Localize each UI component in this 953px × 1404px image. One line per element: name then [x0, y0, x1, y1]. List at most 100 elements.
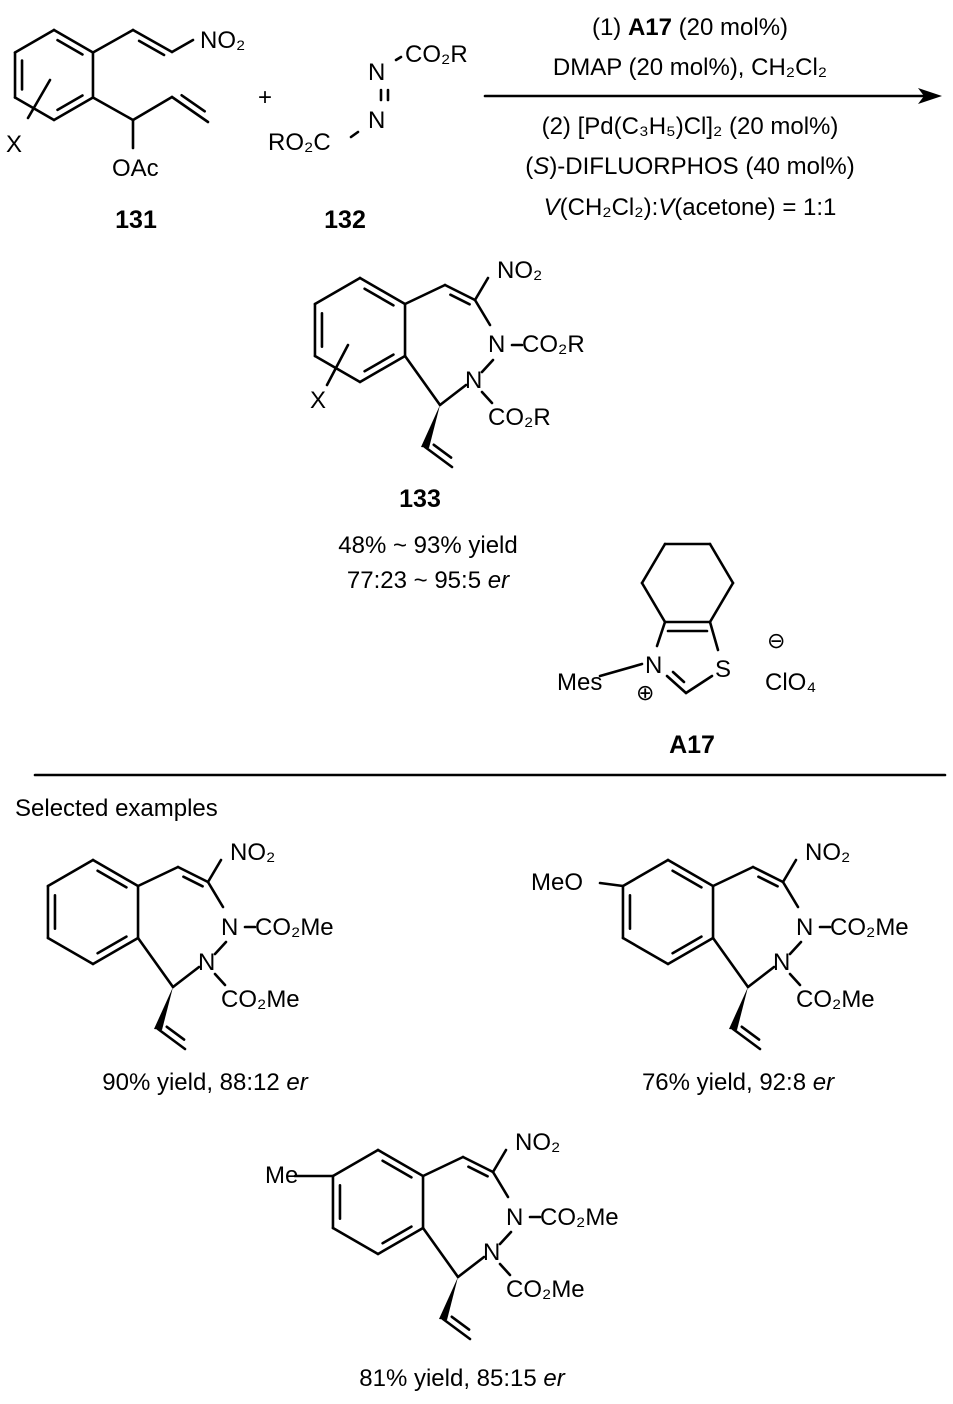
- bond-line: [131, 95, 174, 122]
- nitro-bond: [491, 1148, 508, 1174]
- ring-bond: [358, 276, 407, 306]
- n2-label: N: [465, 367, 482, 394]
- product-133: NO₂ N CO₂R N CO₂R X 133 48% ~ 93% yield …: [310, 257, 585, 594]
- positive-charge-icon: ⊕: [636, 680, 654, 705]
- compound-number-133: 133: [399, 485, 441, 513]
- er-range: 77:23 ~ 95:5 er: [347, 567, 510, 594]
- ring-bond: [666, 936, 715, 966]
- n-c-bond: [171, 965, 201, 989]
- ring-double-bond: [381, 1159, 413, 1179]
- vinyl-double-bond: [165, 1025, 186, 1041]
- ring-double-bond: [96, 935, 128, 955]
- n2-label: N: [773, 949, 790, 976]
- nitro-label: NO₂: [805, 839, 850, 866]
- bond-line: [403, 283, 447, 306]
- x-substituent-label: X: [310, 387, 326, 414]
- ring-bond: [91, 936, 140, 966]
- oac-label: OAc: [112, 155, 159, 182]
- vinyl-double-bond: [740, 1025, 761, 1041]
- alkene-bond: [751, 865, 785, 884]
- condition-step-2: (2) [Pd(C₃H₅)Cl]₂ (20 mol%): [542, 113, 839, 140]
- cyclohexane-bond: [640, 581, 667, 624]
- ring-bond: [46, 936, 95, 966]
- nitro-bond: [473, 276, 490, 302]
- azo-n-top: N: [368, 59, 385, 86]
- ester-label: RO₂C: [268, 129, 331, 156]
- compound-label-a17: A17: [669, 731, 715, 759]
- condition-ligand: (S)-DIFLUORPHOS (40 mol%): [525, 153, 854, 180]
- ring-bond: [313, 354, 362, 384]
- methyl-label: Me: [265, 1162, 298, 1189]
- ring-bond: [376, 1148, 425, 1178]
- vinyl-bond: [156, 1027, 187, 1051]
- n2-ester-label: CO₂Me: [796, 986, 875, 1013]
- condition-solvent-ratio: V(CH₂Cl₂):V(acetone) = 1:1: [544, 194, 837, 221]
- ring-double-bond: [363, 353, 395, 373]
- ester-label: CO₂R: [405, 41, 468, 68]
- n-ester-bond: [349, 130, 360, 139]
- vinyl-bond: [731, 1027, 762, 1051]
- bond-line: [91, 96, 135, 122]
- alkene-bond: [443, 283, 477, 302]
- methoxy-label: MeO: [531, 869, 583, 896]
- catalyst-a17: N S Mes ⊕ ⊖ ClO₄ A17: [557, 542, 816, 759]
- azo-n-bottom: N: [368, 107, 385, 134]
- compound-number-131: 131: [115, 206, 157, 234]
- thiazolium-n-label: N: [645, 652, 662, 679]
- yield-range: 48% ~ 93% yield: [338, 532, 517, 559]
- n2-ester-label: CO₂R: [488, 404, 551, 431]
- compound-number-132: 132: [324, 206, 366, 234]
- n-c-bond: [456, 1255, 486, 1279]
- condition-step-1: (1) A17 (20 mol%): [592, 14, 788, 41]
- bond-line: [684, 674, 714, 695]
- n-n-bond: [788, 940, 803, 956]
- reactant-131: NO₂ OAc X 131: [6, 27, 245, 234]
- n-n-bond: [480, 358, 495, 374]
- cyclohexane-bond: [640, 542, 667, 585]
- bond-line: [421, 1155, 465, 1178]
- vinyl-bond: [423, 445, 454, 469]
- thiazole-double-bond: [671, 670, 686, 684]
- vinyl-double-bond: [432, 443, 453, 459]
- n-ester-bond: [788, 972, 802, 987]
- n-n-bond: [498, 1230, 513, 1246]
- nitro-bond: [206, 858, 223, 884]
- methoxy-bond: [598, 881, 625, 888]
- bond-line: [711, 865, 755, 888]
- n1-label: N: [488, 331, 505, 358]
- example-3: Me NO₂ N CO₂Me N CO₂Me 81% yield, 85:15 …: [265, 1129, 619, 1392]
- n1-ester-label: CO₂R: [522, 331, 585, 358]
- ring-double-bond: [56, 94, 84, 112]
- ring-bond: [52, 96, 95, 122]
- vinyl-double-bond: [180, 93, 207, 113]
- example-result: 90% yield, 88:12 er: [102, 1069, 308, 1096]
- alkene-double-bond: [137, 39, 166, 57]
- arrow-head-icon: [918, 88, 942, 104]
- n1-label: N: [221, 914, 238, 941]
- n2-ester-label: CO₂Me: [221, 986, 300, 1013]
- negative-charge-icon: ⊖: [767, 628, 785, 653]
- bond-line: [403, 354, 442, 407]
- n2-label: N: [483, 1239, 500, 1266]
- example-result: 81% yield, 85:15 er: [359, 1365, 565, 1392]
- bond-line: [136, 936, 175, 989]
- n-ester-bond: [394, 55, 403, 62]
- ring-bond: [331, 1226, 380, 1256]
- alkene-bond: [461, 1155, 495, 1174]
- ring-bond: [52, 28, 95, 54]
- nitro-bond: [170, 38, 195, 54]
- nitro-label: NO₂: [230, 839, 275, 866]
- n2-ester-label: CO₂Me: [506, 1276, 585, 1303]
- ring-bond: [621, 858, 670, 888]
- bond-line: [91, 28, 135, 54]
- ring-double-bond: [96, 869, 128, 889]
- reactant-132: N N CO₂R RO₂C 132: [268, 41, 468, 234]
- wedge-bond: [729, 987, 748, 1030]
- example-1: NO₂ N CO₂Me N CO₂Me 90% yield, 88:12 er: [46, 839, 334, 1096]
- ring-bond: [621, 936, 670, 966]
- cyclohexane-bond: [708, 581, 735, 624]
- x-substituent-bond: [26, 78, 52, 120]
- bond-line: [136, 865, 180, 888]
- c-n-bond: [473, 298, 492, 327]
- vinyl-double-bond: [450, 1315, 471, 1331]
